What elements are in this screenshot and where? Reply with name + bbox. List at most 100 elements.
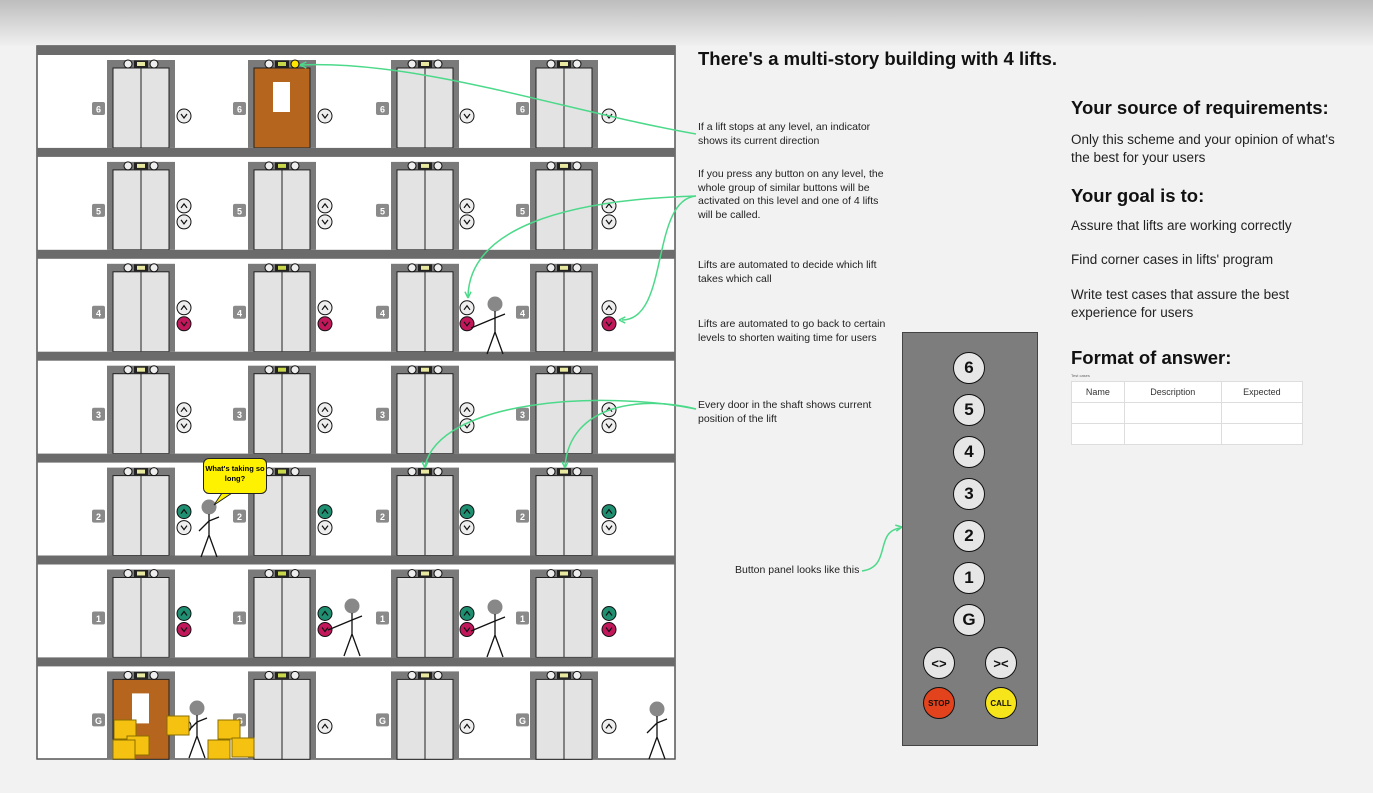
panel-button-3[interactable]: 3 [953, 478, 985, 510]
lift-door-right [281, 373, 311, 455]
lift-door-left [112, 373, 142, 455]
indicator-down-icon [572, 263, 582, 273]
chevron-up-icon [321, 202, 329, 209]
floor-label [233, 407, 246, 421]
lift-door-left [253, 577, 283, 658]
speech-bubble: What's taking so long? [203, 458, 267, 494]
indicator-up-icon [546, 365, 556, 375]
panel-button-4[interactable]: 4 [953, 436, 985, 468]
indicator-up-icon [546, 59, 556, 69]
call-down-button [176, 520, 192, 536]
lift-door-left [535, 373, 565, 455]
indicator-up-icon [546, 569, 556, 578]
floor-label [92, 509, 105, 523]
lift-door-left [396, 67, 426, 149]
person-head [201, 499, 217, 515]
table-cell [1123, 402, 1222, 424]
chevron-down-icon [463, 219, 471, 225]
position-display-value [137, 265, 145, 270]
call-up-button [459, 504, 475, 520]
indicator-up-icon [407, 365, 417, 375]
indicator-down-icon [433, 569, 443, 578]
call-up-button [317, 198, 333, 214]
lift-door-right [140, 67, 170, 149]
call-button[interactable]: CALL [985, 687, 1017, 719]
lift-door-left [253, 169, 283, 251]
position-display-value [560, 673, 568, 678]
chevron-down-icon [321, 423, 329, 429]
close-doors-button[interactable]: >< [985, 647, 1017, 679]
chevron-up-icon [321, 723, 329, 729]
position-display-value [421, 62, 429, 66]
floor-label [92, 305, 105, 319]
position-display-value [560, 62, 568, 66]
chevron-up-icon [321, 406, 329, 413]
floor-label-text: 1 [520, 614, 525, 624]
call-down-button [459, 108, 475, 124]
indicator-up-icon [123, 670, 133, 680]
call-down-button [459, 520, 475, 536]
indicator-up-icon [264, 365, 274, 375]
call-up-button [176, 300, 192, 316]
lift-door-left [112, 271, 142, 353]
lift-door-right [424, 373, 454, 455]
note-button-panel: Button panel looks like this [735, 564, 860, 576]
lift-door-left [112, 169, 142, 251]
indicator-up-icon [546, 263, 556, 273]
call-down-button [176, 108, 192, 124]
chevron-up-icon [463, 508, 471, 514]
floor-label [516, 407, 529, 421]
floor-label-text: 3 [380, 410, 385, 420]
chevron-down-icon [321, 113, 329, 119]
floor-label-text: G [519, 716, 526, 726]
indicator-down-icon [149, 569, 159, 578]
table-cell [1123, 423, 1222, 445]
open-doors-button[interactable]: <> [923, 647, 955, 679]
floor-label [92, 407, 105, 421]
call-up-button [459, 402, 475, 418]
indicator-up-icon [123, 467, 133, 477]
floor-label [376, 102, 389, 115]
indicator-up-icon [546, 670, 556, 680]
chevron-up-icon [605, 610, 613, 616]
chevron-up-icon [463, 406, 471, 413]
panel-button-2[interactable]: 2 [953, 520, 985, 552]
indicator-down-icon [433, 365, 443, 375]
position-display-value [137, 571, 145, 576]
person-body [470, 614, 506, 658]
panel-button-1[interactable]: 1 [953, 562, 985, 594]
indicator-down-icon [572, 365, 582, 375]
floor-label [376, 713, 389, 727]
call-down-button [176, 214, 192, 230]
chevron-down-icon [180, 219, 188, 225]
floor-label [233, 611, 246, 625]
position-display-value [278, 469, 286, 474]
position-display-value [560, 469, 568, 474]
lift-door-right [424, 271, 454, 353]
panel-button-6[interactable]: 6 [953, 352, 985, 384]
arrow-head-icon [421, 461, 429, 469]
position-display-value [560, 571, 568, 576]
stop-button[interactable]: STOP [923, 687, 955, 719]
position-display-value [278, 673, 286, 678]
floor-label [92, 203, 105, 217]
position-display-value [137, 673, 145, 678]
call-down-button [317, 316, 333, 332]
indicator-up-icon [407, 670, 417, 680]
panel-button-g[interactable]: G [953, 604, 985, 636]
indicator-down-icon [149, 263, 159, 273]
floor-slab [37, 46, 675, 55]
format-heading: Format of answer: [1071, 347, 1232, 368]
chevron-down-icon [321, 219, 329, 225]
indicator-down-icon [290, 569, 300, 578]
call-down-button [601, 622, 617, 637]
chevron-up-icon [463, 723, 471, 729]
button-panel: 6 5 4 3 2 1 G <> >< STOP CALL [902, 332, 1038, 746]
chevron-up-icon [463, 202, 471, 209]
floor-label-text: 2 [237, 512, 242, 522]
position-display-value [421, 571, 429, 576]
panel-button-5[interactable]: 5 [953, 394, 985, 426]
indicator-up-icon [546, 467, 556, 477]
chevron-down-icon [463, 525, 471, 531]
